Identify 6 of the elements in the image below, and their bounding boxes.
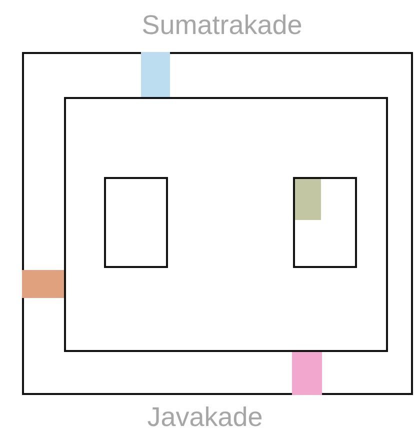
street-label: Sumatrakade: [142, 10, 302, 41]
room-outline: [104, 177, 168, 268]
inner-outline: [64, 97, 388, 352]
outer-outline: [22, 52, 413, 395]
street-label: Javakade: [147, 402, 263, 433]
room-outline: [293, 177, 357, 268]
